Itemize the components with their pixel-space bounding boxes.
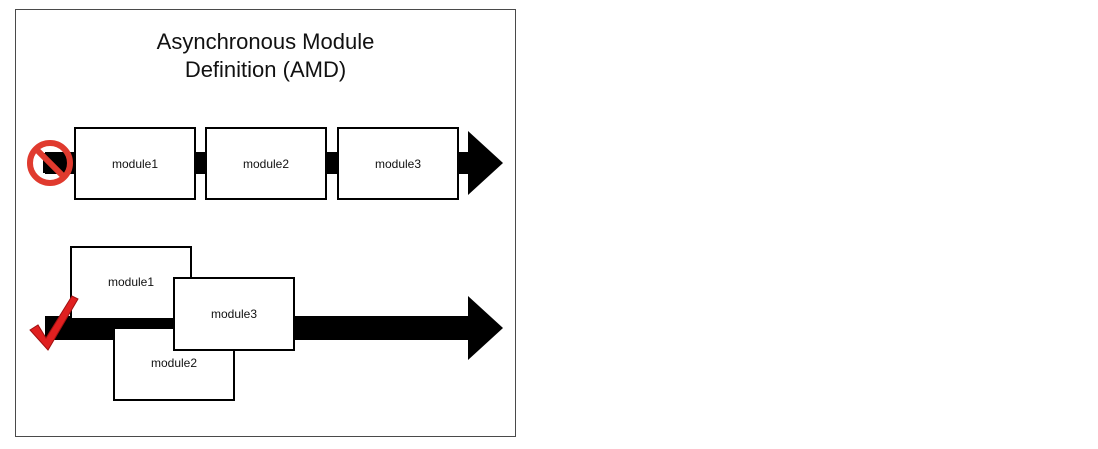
diagram-frame — [15, 9, 516, 437]
sequential-module3-label: module3 — [374, 156, 422, 171]
no-entry-icon — [27, 140, 73, 186]
checkmark-icon — [29, 295, 79, 351]
sequential-module3-box: module3 — [337, 127, 459, 200]
sequential-module1-label: module1 — [111, 156, 159, 171]
async-module2-label: module2 — [150, 356, 198, 370]
async-module1-label: module1 — [107, 275, 155, 289]
title-line-2: Definition (AMD) — [184, 57, 347, 82]
title-line-1: Asynchronous Module — [156, 29, 375, 54]
async-module3-box: module3 — [173, 277, 295, 351]
sequential-module2-label: module2 — [242, 156, 290, 171]
async-module3-label: module3 — [210, 307, 258, 321]
sequential-module2-box: module2 — [205, 127, 327, 200]
diagram-title: Asynchronous Module Definition (AMD) — [15, 28, 516, 84]
sequential-module1-box: module1 — [74, 127, 196, 200]
